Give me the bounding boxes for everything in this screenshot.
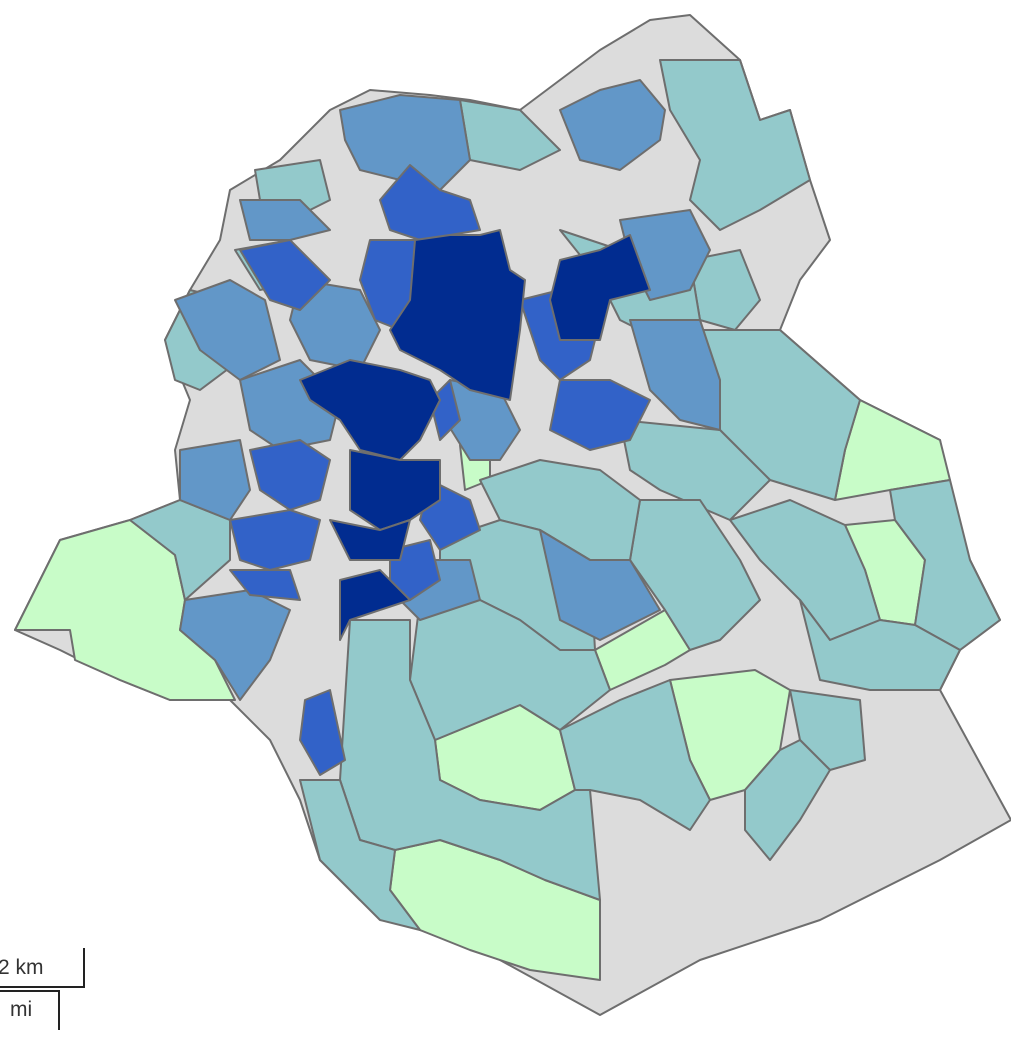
district[interactable]: [629, 499, 761, 651]
district[interactable]: [239, 239, 331, 311]
district[interactable]: [389, 539, 441, 601]
district[interactable]: [549, 234, 651, 341]
district[interactable]: [339, 569, 411, 641]
district[interactable]: [179, 439, 251, 521]
district[interactable]: [349, 449, 441, 531]
district[interactable]: [299, 359, 441, 461]
scale-bar-km: 2 km: [0, 948, 85, 988]
district[interactable]: [629, 319, 721, 431]
district[interactable]: [744, 739, 831, 861]
district[interactable]: [229, 569, 301, 601]
district[interactable]: [249, 439, 331, 511]
district[interactable]: [559, 79, 666, 171]
districts: [14, 14, 1011, 1016]
district[interactable]: [239, 199, 331, 241]
district[interactable]: [799, 599, 961, 691]
district[interactable]: [389, 229, 526, 401]
district[interactable]: [299, 779, 421, 931]
district[interactable]: [659, 59, 811, 231]
district[interactable]: [329, 519, 411, 561]
district[interactable]: [229, 509, 321, 571]
district[interactable]: [789, 689, 866, 771]
district[interactable]: [379, 164, 481, 241]
district[interactable]: [299, 689, 346, 776]
district[interactable]: [539, 529, 661, 641]
scale-bar-mi: mi: [0, 990, 60, 1030]
district[interactable]: [549, 379, 651, 451]
district[interactable]: [174, 279, 281, 381]
